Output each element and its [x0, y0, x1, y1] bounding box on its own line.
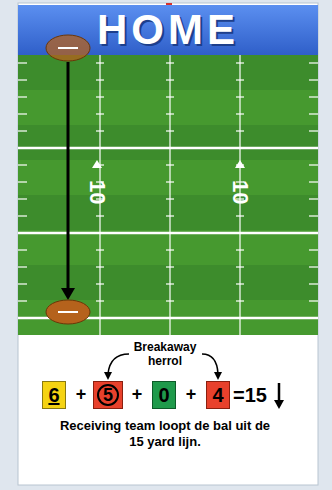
card-ground [18, 3, 318, 485]
yard-lines [18, 55, 318, 335]
football-bottom [46, 300, 90, 324]
dice-number: 4 [212, 384, 223, 407]
plus-sign: + [76, 384, 87, 406]
plus-sign: + [186, 384, 197, 406]
sum-result: =15 [233, 383, 267, 407]
dice-number: 5 [97, 384, 119, 406]
dice-number: 6 [48, 384, 59, 407]
yard-arrows [92, 160, 245, 168]
yard-number: 10 [227, 180, 253, 204]
kick-arrow [61, 62, 75, 300]
endzone-text: HOME [97, 6, 239, 54]
dice-box: 5 [93, 381, 123, 409]
dice-number: 0 [158, 384, 169, 407]
breakaway-note: Breakaway herrol [128, 340, 202, 369]
bracket-heads [104, 372, 222, 380]
endzone-band: HOME [18, 5, 318, 55]
plus-sign: + [132, 384, 143, 406]
yard-number: 10 [84, 180, 110, 204]
turf [18, 55, 318, 335]
dice-box: 4 [206, 381, 230, 409]
result-note: Receiving team loopt de bal uit de 15 ya… [59, 418, 271, 449]
dice-box: 6 [42, 381, 66, 409]
down-arrow [274, 383, 284, 409]
dice-box: 0 [152, 381, 176, 409]
